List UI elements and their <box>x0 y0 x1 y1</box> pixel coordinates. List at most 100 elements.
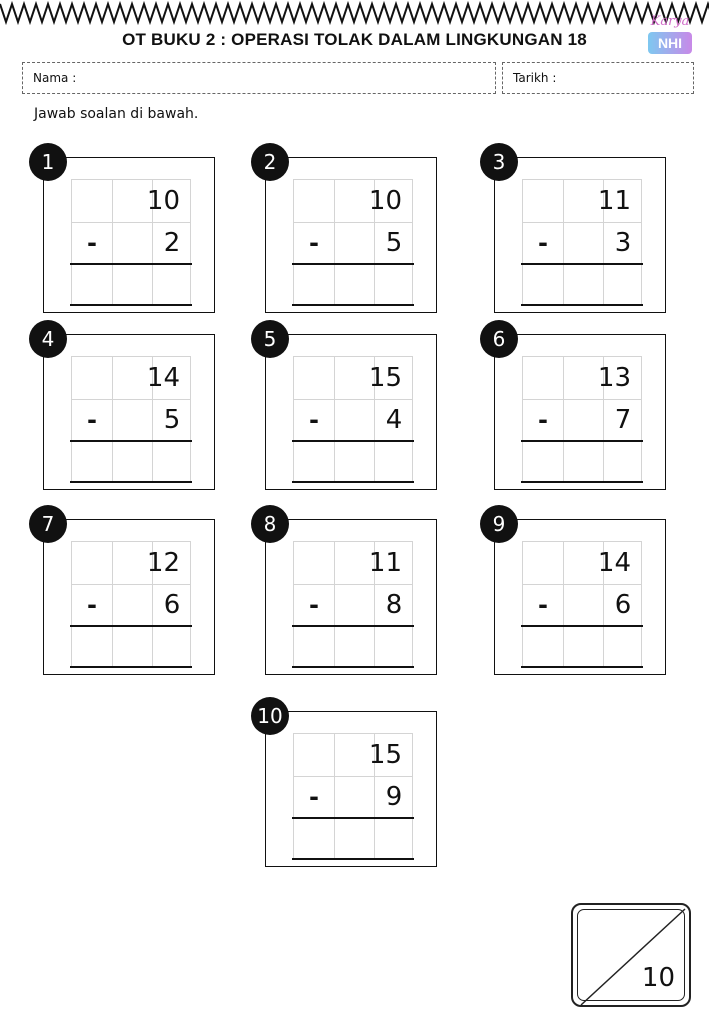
name-label: Nama : <box>33 71 77 85</box>
grid-line <box>112 357 113 481</box>
score-total: 10 <box>641 963 675 993</box>
minus-sign: - <box>309 783 319 811</box>
grid-line <box>294 584 412 585</box>
minuend: 11 <box>368 548 402 578</box>
answer-cell[interactable] <box>334 441 414 483</box>
brand-logo: Karya NHI <box>640 14 700 64</box>
logo-script-text: Karya <box>650 14 690 29</box>
question-number-badge: 2 <box>251 143 289 181</box>
answer-cell[interactable] <box>334 626 414 668</box>
question-number-badge: 8 <box>251 505 289 543</box>
equals-rule <box>292 263 414 265</box>
minuend: 12 <box>146 548 180 578</box>
grid-line <box>334 357 335 481</box>
answer-rule <box>70 481 192 483</box>
grid-line <box>294 776 412 777</box>
answer-cell[interactable] <box>334 818 414 860</box>
instruction-text: Jawab soalan di bawah. <box>34 106 199 122</box>
score-box: 10 <box>571 903 691 1007</box>
subtrahend: 5 <box>385 228 403 258</box>
minuend: 15 <box>368 363 402 393</box>
answer-rule <box>292 304 414 306</box>
minus-sign: - <box>87 591 97 619</box>
answer-rule <box>292 481 414 483</box>
answer-grid: 10-2 <box>70 179 192 306</box>
minuend: 10 <box>146 186 180 216</box>
minuend: 15 <box>368 740 402 770</box>
grid-line <box>603 357 604 481</box>
answer-rule <box>292 666 414 668</box>
answer-grid: 13-7 <box>521 356 643 483</box>
minuend: 14 <box>597 548 631 578</box>
subtrahend: 2 <box>163 228 181 258</box>
minus-sign: - <box>309 406 319 434</box>
answer-cell[interactable] <box>334 264 414 306</box>
minus-sign: - <box>538 406 548 434</box>
date-field[interactable]: Tarikh : <box>502 62 694 94</box>
question-frame <box>43 519 215 675</box>
grid-line <box>603 180 604 304</box>
answer-rule <box>70 666 192 668</box>
answer-grid: 10-5 <box>292 179 414 306</box>
answer-cell[interactable] <box>563 441 643 483</box>
subtrahend: 6 <box>614 590 632 620</box>
answer-rule <box>521 481 643 483</box>
subtrahend: 6 <box>163 590 181 620</box>
equals-rule <box>521 625 643 627</box>
question-frame <box>494 334 666 490</box>
minus-sign: - <box>538 229 548 257</box>
grid-line <box>563 180 564 304</box>
equals-rule <box>70 263 192 265</box>
answer-cell[interactable] <box>112 626 192 668</box>
question-frame <box>494 157 666 313</box>
grid-line <box>374 734 375 858</box>
minus-sign: - <box>538 591 548 619</box>
grid-line <box>523 222 641 223</box>
grid-line <box>563 357 564 481</box>
answer-grid: 15-9 <box>292 733 414 860</box>
grid-line <box>563 542 564 666</box>
question-frame <box>265 519 437 675</box>
grid-line <box>334 734 335 858</box>
grid-line <box>523 584 641 585</box>
grid-line <box>523 399 641 400</box>
answer-rule <box>292 858 414 860</box>
zigzag-border <box>0 0 709 26</box>
score-diagonal <box>580 908 686 1006</box>
question-number-badge: 5 <box>251 320 289 358</box>
equals-rule <box>521 263 643 265</box>
subtrahend: 3 <box>614 228 632 258</box>
answer-grid: 11-3 <box>521 179 643 306</box>
name-field[interactable]: Nama : <box>22 62 496 94</box>
minuend: 13 <box>597 363 631 393</box>
grid-line <box>112 542 113 666</box>
date-label: Tarikh : <box>513 71 557 85</box>
question-frame <box>265 711 437 867</box>
answer-rule <box>521 304 643 306</box>
minuend: 14 <box>146 363 180 393</box>
question-frame <box>43 334 215 490</box>
question-number-badge: 1 <box>29 143 67 181</box>
equals-rule <box>292 625 414 627</box>
answer-cell[interactable] <box>563 264 643 306</box>
question-number-badge: 10 <box>251 697 289 735</box>
grid-line <box>294 399 412 400</box>
equals-rule <box>292 440 414 442</box>
logo-badge: NHI <box>648 32 692 54</box>
answer-cell[interactable] <box>112 441 192 483</box>
answer-grid: 14 - 6 <box>521 541 643 668</box>
grid-line <box>152 357 153 481</box>
subtrahend: 4 <box>385 405 403 435</box>
answer-cell[interactable] <box>112 264 192 306</box>
question-number-badge: 3 <box>480 143 518 181</box>
question-number-badge: 7 <box>29 505 67 543</box>
answer-cell[interactable] <box>563 626 643 668</box>
zigzag-line <box>0 0 709 26</box>
equals-rule <box>70 625 192 627</box>
grid-line <box>152 180 153 304</box>
